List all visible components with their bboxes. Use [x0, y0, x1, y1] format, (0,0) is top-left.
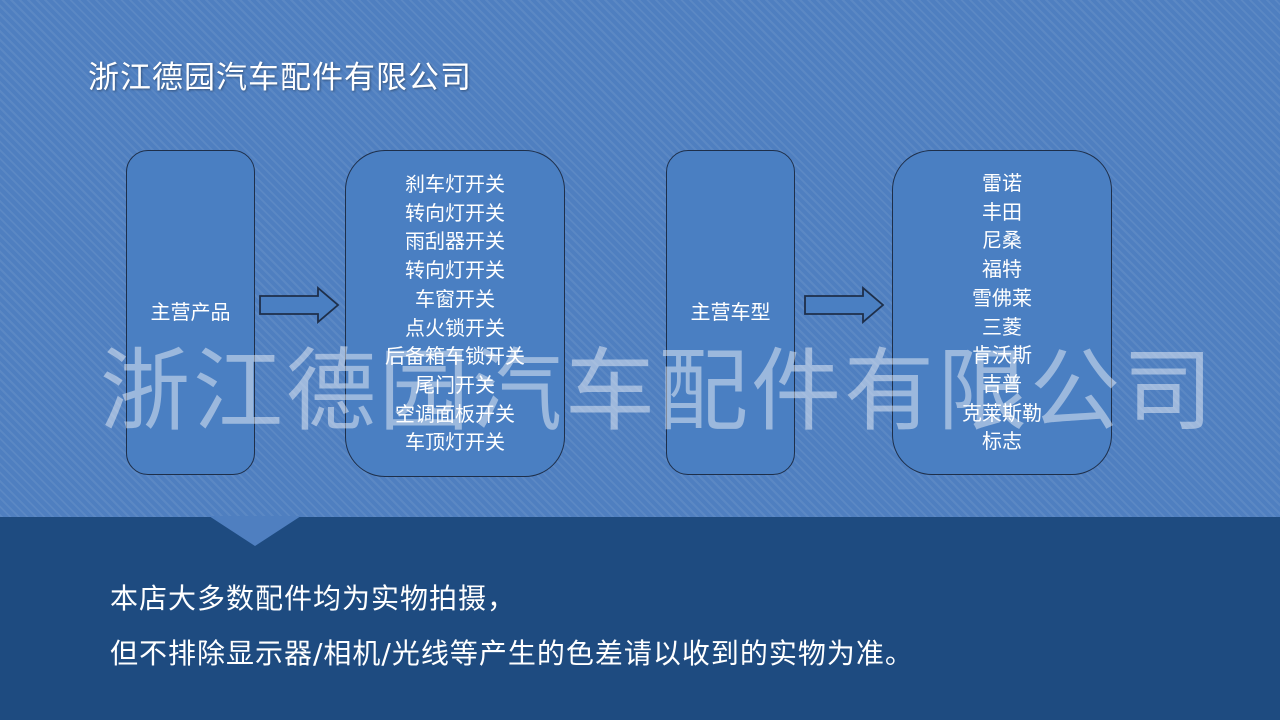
- models-list-box: 雷诺丰田尼桑福特雪佛莱三菱肯沃斯吉普克莱斯勒标志: [892, 150, 1112, 475]
- product-item: 点火锁开关: [405, 315, 505, 340]
- product-item: 车顶灯开关: [405, 430, 505, 455]
- footer-panel: [0, 517, 1280, 720]
- model-item: 尼桑: [982, 228, 1022, 253]
- arrow-right-icon: [804, 286, 885, 324]
- model-item: 吉普: [982, 371, 1022, 396]
- footer-notch: [209, 516, 301, 546]
- model-item: 雷诺: [982, 170, 1022, 195]
- product-item: 车窗开关: [415, 286, 495, 311]
- product-item: 转向灯开关: [405, 258, 505, 283]
- model-item: 雪佛莱: [972, 285, 1032, 310]
- model-item: 标志: [982, 429, 1022, 454]
- model-item: 丰田: [982, 199, 1022, 224]
- model-item: 福特: [982, 257, 1022, 282]
- model-item: 三菱: [982, 314, 1022, 339]
- model-item: 肯沃斯: [972, 343, 1032, 368]
- main-products-label: 主营产品: [150, 300, 231, 325]
- main-models-label: 主营车型: [690, 300, 771, 325]
- main-models-box: 主营车型: [666, 150, 795, 475]
- product-item: 空调面板开关: [395, 401, 515, 426]
- page-title: 浙江德园汽车配件有限公司: [88, 60, 472, 96]
- product-item: 刹车灯开关: [405, 171, 505, 196]
- product-item: 后备箱车锁开关: [385, 344, 525, 369]
- notice-line-2: 但不排除显示器/相机/光线等产生的色差请以收到的实物为准。: [110, 637, 914, 670]
- product-item: 尾门开关: [415, 372, 495, 397]
- model-item: 克莱斯勒: [962, 400, 1042, 425]
- main-products-box: 主营产品: [126, 150, 255, 475]
- notice-line-1: 本店大多数配件均为实物拍摄，: [110, 582, 517, 615]
- products-list-box: 刹车灯开关转向灯开关雨刮器开关转向灯开关车窗开关点火锁开关后备箱车锁开关尾门开关…: [345, 150, 565, 477]
- arrow-right-icon: [259, 286, 340, 324]
- product-item: 雨刮器开关: [405, 229, 505, 254]
- product-item: 转向灯开关: [405, 200, 505, 225]
